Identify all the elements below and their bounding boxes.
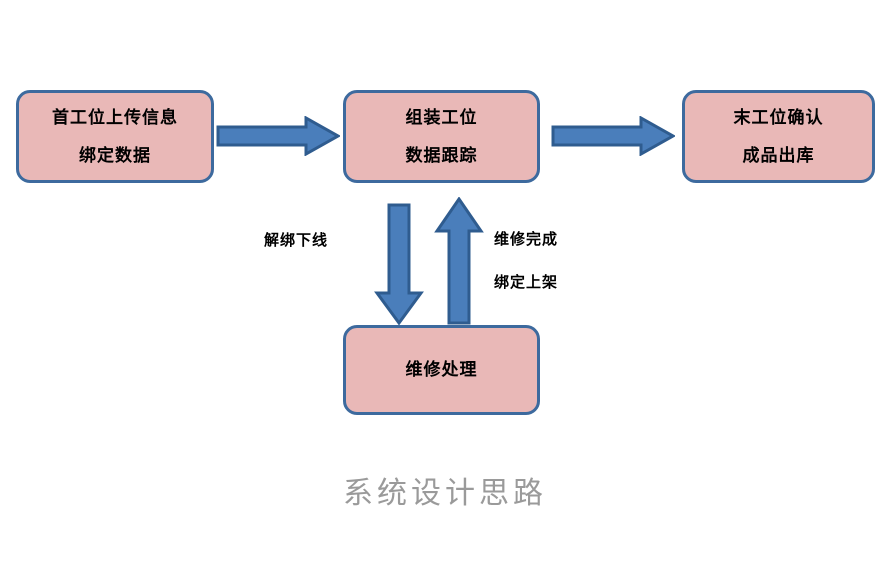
edge-label-repair-done: 维修完成 [494,231,559,248]
node-label-line1: 末工位确认 [733,107,824,127]
node-label-line1: 维修处理 [405,360,478,380]
process-node-repair[interactable]: 维修处理 [343,325,540,415]
node-label-line2: 绑定数据 [79,145,151,165]
node-label-line2: 成品出库 [742,145,815,165]
arrow-right-first-to-assembly-icon [216,115,342,157]
process-node-last-station[interactable]: 末工位确认 成品出库 [682,90,875,183]
diagram-caption: 系统设计思路 [343,477,547,510]
arrow-up-repair-to-assembly-icon [434,196,484,325]
edge-label-unbind-offline: 解绑下线 [264,232,329,249]
node-label-line1: 组装工位 [405,107,478,127]
process-node-assembly-station[interactable]: 组装工位 数据跟踪 [343,90,540,183]
node-label-line2: 数据跟踪 [405,145,478,165]
arrow-down-assembly-to-repair-icon [374,203,424,326]
edge-label-rebind-online: 绑定上架 [494,274,559,291]
arrow-right-assembly-to-last-icon [551,115,677,157]
process-node-first-station[interactable]: 首工位上传信息 绑定数据 [16,90,214,183]
node-label-line1: 首工位上传信息 [52,107,178,127]
